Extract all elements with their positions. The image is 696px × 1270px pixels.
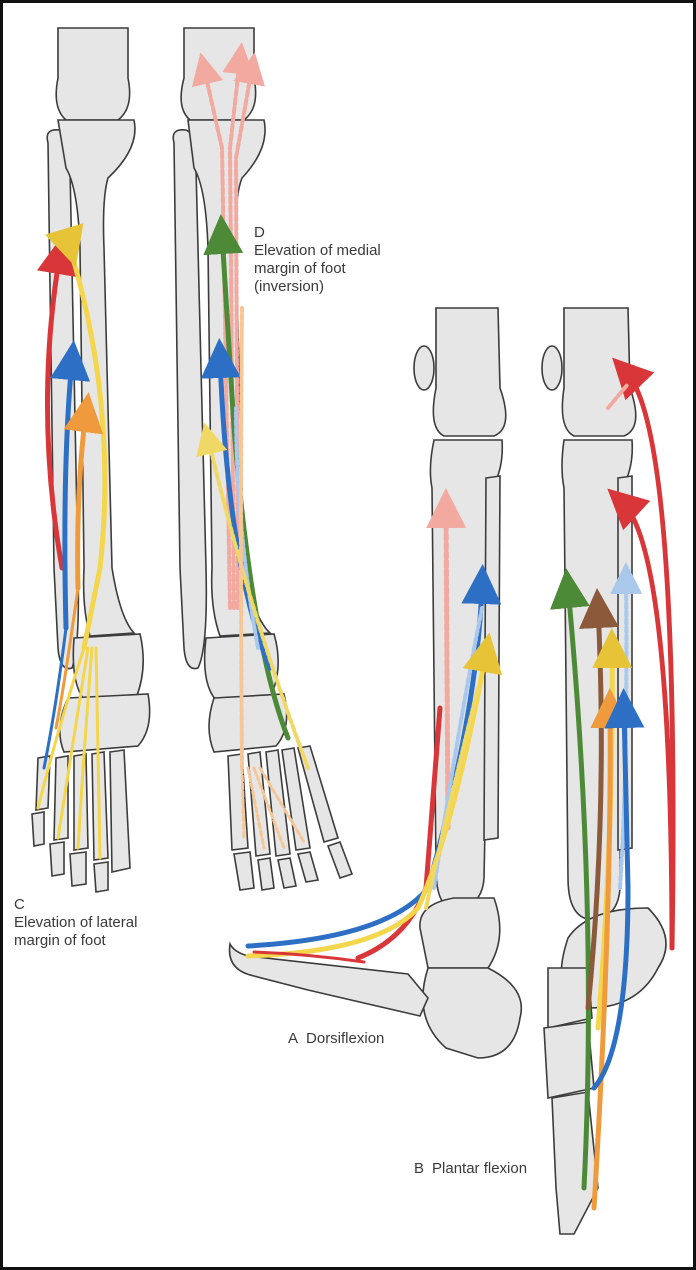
femur-c [56,28,129,120]
panel-d-label: D Elevation of medial margin of foot (in… [254,224,381,296]
calcaneus-a [423,968,521,1058]
panel-c-label: C Elevation of lateral margin of foot [14,896,137,950]
panel-d-caption-line2: margin of foot [254,260,381,278]
leg-muscle-diagram [8,8,688,1262]
panel-a-letter: A [288,1030,298,1047]
figure: D Elevation of medial margin of foot (in… [8,8,688,1262]
talus-a [420,898,500,968]
muscle-b-red-1 [626,372,673,948]
panel-c-caption-line1: Elevation of lateral [14,914,137,932]
phalanx-d3 [278,858,296,888]
patella-a [414,346,434,390]
phalanx-d2 [258,858,274,890]
panel-b-leg [542,308,666,1234]
phalanx-d5 [328,842,352,878]
panel-d-caption-line1: Elevation of medial [254,242,381,260]
muscle-d-lorange [241,308,242,768]
panel-a-label: A Dorsiflexion [288,1030,384,1048]
talus-b [548,968,592,1028]
phalanx-c4 [94,862,108,892]
panel-b-caption: Plantar flexion [432,1160,527,1177]
phalanx-c1 [32,812,44,846]
panel-c-caption-line2: margin of foot [14,932,137,950]
panel-d-caption-line3: (inversion) [254,278,381,296]
panel-b-letter: B [414,1160,424,1177]
panel-d-letter: D [254,224,381,242]
phalanx-d4 [298,852,318,882]
phalanx-c3 [70,852,86,886]
tendon-d-orange-1 [242,768,244,838]
panel-a-caption: Dorsiflexion [306,1030,384,1047]
metatarsals-b [552,1092,598,1234]
panel-b-label: B Plantar flexion [414,1160,527,1178]
panel-d-leg [173,28,352,890]
phalanx-c2 [50,842,64,876]
fibula-d [173,130,206,669]
metatarsal-c5 [110,750,130,872]
muscle-a-pink [446,508,448,828]
femur-a [433,308,505,436]
panel-c-letter: C [14,896,137,914]
patella-b [542,346,562,390]
phalanx-d1 [234,852,254,890]
